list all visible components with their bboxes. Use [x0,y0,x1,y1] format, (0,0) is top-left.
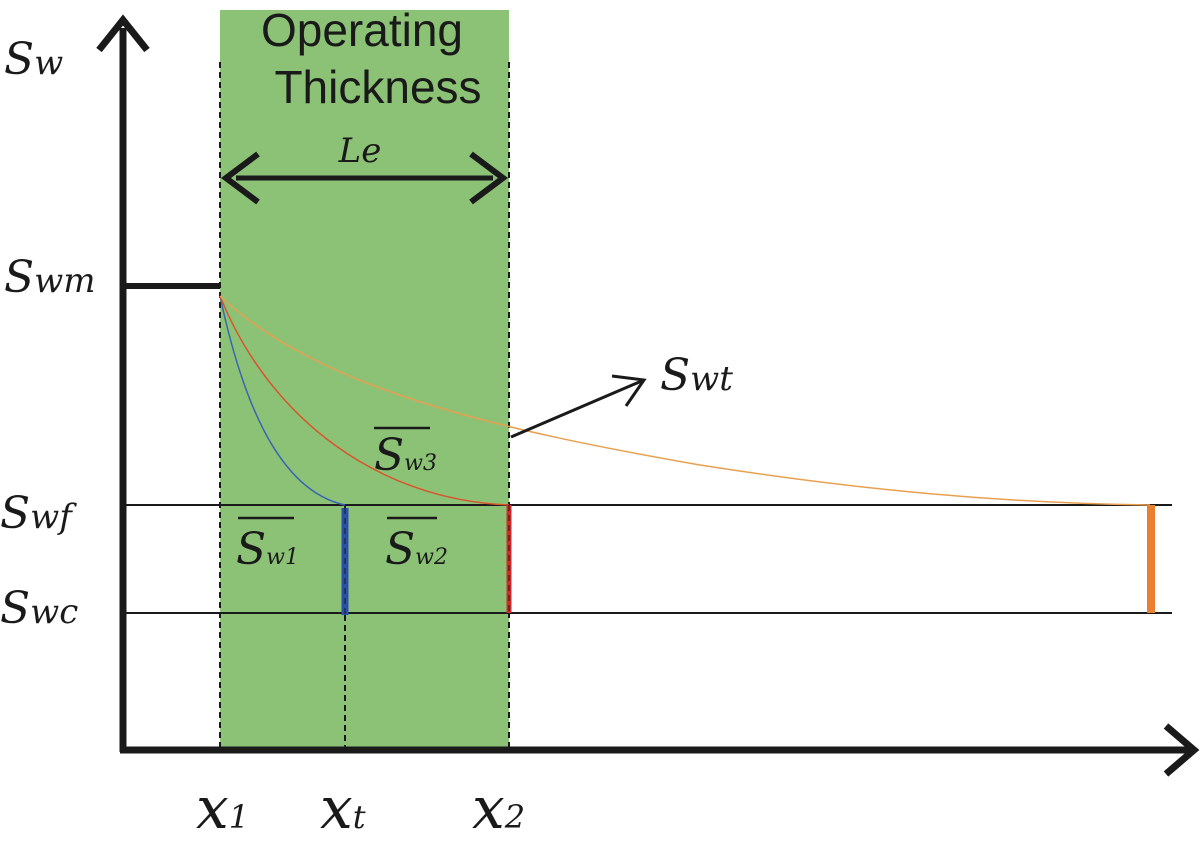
x-label-x2: x2 [472,774,525,842]
curve-label-swt: Swt [660,350,733,401]
zone-title-line2: Thickness [274,61,481,113]
svg-text:Sw1: Sw1 [236,524,299,575]
saturation-curve-2 [219,295,510,506]
zone-title-line1: Operating [261,4,463,56]
y-label-sw: Sw [4,34,63,85]
svg-text:Sw2: Sw2 [385,524,448,575]
saturation-curve-3 [219,295,1151,506]
length-label: Le [338,131,382,171]
y-label-swf: Swf [0,488,77,539]
svg-text:Sw3: Sw3 [374,430,437,481]
operating-thickness-zone [220,10,509,752]
y-label-swm: Swm [4,252,96,303]
y-label-swc: Swc [0,583,78,634]
average-label-sw1: Sw1 [236,516,299,575]
swt-pointer-arrow [510,374,647,439]
x-axis [120,723,1200,777]
average-label-sw2: Sw2 [385,516,448,575]
x-label-x1: x1 [196,774,249,842]
y-axis [96,14,150,752]
x-label-xt: xt [320,774,366,842]
average-label-sw3: Sw3 [374,426,437,481]
le-double-arrow [221,151,508,205]
saturation-curve-1 [219,295,346,506]
